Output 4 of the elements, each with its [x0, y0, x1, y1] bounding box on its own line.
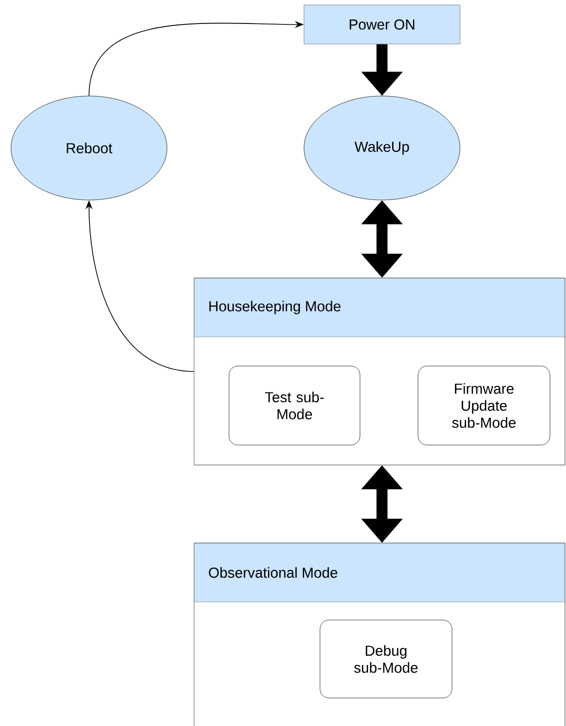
state-box: Power ON [304, 4, 460, 44]
submode-box: Test sub-Mode [228, 366, 360, 446]
submode-box: Debug sub-Mode [320, 620, 452, 698]
submode-box: Firmware Update sub-Mode [418, 366, 550, 446]
